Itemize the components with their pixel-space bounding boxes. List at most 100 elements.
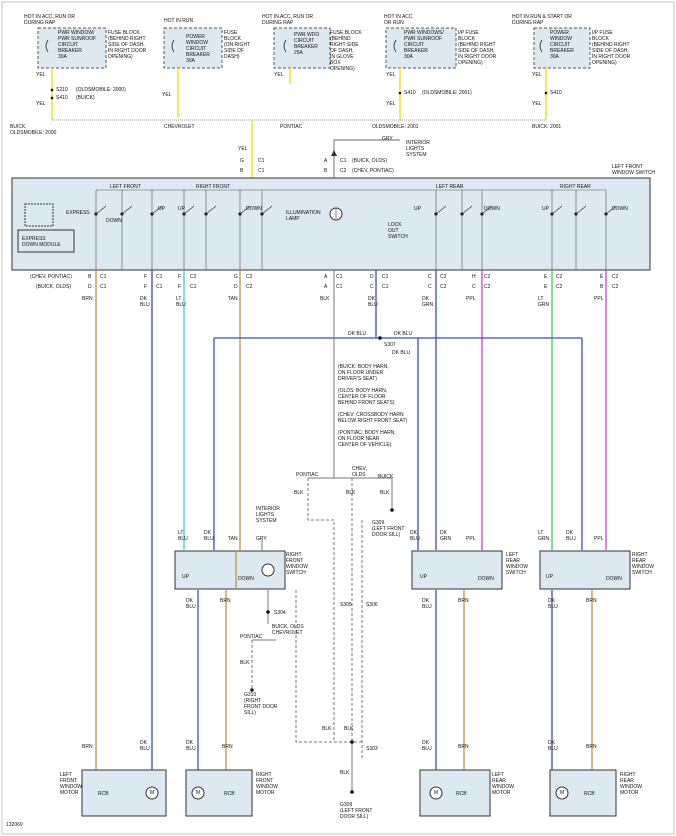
lf-lockout: LOCK OUT SWITCH	[388, 222, 408, 240]
pin-top-conn: C1	[156, 274, 163, 280]
splice-1b: S410	[56, 95, 68, 101]
wire-color-label: DK BLU	[566, 530, 576, 542]
fuse-3-hot: HOT IN ACC, RUN OR DURING RAP	[262, 14, 314, 26]
motor-rf-rcb: RCB	[224, 791, 235, 797]
splice-notes: (BUICK: BODY HARN, ON FLOOR UNDER DRIVER…	[338, 364, 408, 448]
pin-bot-letter: D	[234, 284, 238, 290]
blk-g2: BLK	[346, 490, 356, 496]
fuse-1-variant: BUICK, OLDSMOBILE: 2000	[10, 124, 57, 136]
lf-down-3: DOWN	[484, 206, 500, 212]
dk-blu-label-1: DK BLU	[348, 331, 367, 337]
wire-color-label: BRN	[586, 598, 597, 604]
motor-rf-m: M	[196, 790, 201, 796]
splice-1b-note: (BUICK)	[76, 95, 95, 101]
left-rear-window-switch-box	[411, 550, 503, 590]
pin-bot-letter: B	[600, 284, 604, 290]
motor-rr-m: M	[560, 790, 565, 796]
wire-color-label: LT GRN	[538, 296, 550, 308]
pin-top-conn: C2	[612, 274, 619, 280]
lr-down: DOWN	[478, 576, 494, 582]
switch-contacts	[94, 189, 617, 270]
splice-s307-dot	[378, 336, 382, 340]
fuse-2-variant: CHEVROLET	[164, 124, 195, 130]
wire-color-label: PPL	[594, 536, 604, 542]
splice-4-note: (OLDSMOBILE: 2001)	[422, 90, 472, 96]
s304: S304	[274, 610, 286, 616]
ground-buick: BUICK	[378, 474, 394, 480]
left-front-window-switch	[11, 177, 651, 271]
fuse-2-label: POWER WINDOW CIRCUIT BREAKER 30A	[186, 34, 210, 64]
wire-color-label: BRN	[82, 744, 93, 750]
feed-pin-b: B	[240, 168, 244, 174]
rr-up: UP	[546, 574, 553, 580]
fuse-5-label: POWER WINDOW CIRCUIT BREAKER 30A	[550, 30, 574, 60]
switch-arm	[605, 205, 617, 215]
wire-color-label: DK GRN	[422, 296, 434, 308]
fuse-5-wire2: YEL	[532, 101, 542, 107]
wire-color-label: LT BLU	[176, 296, 186, 308]
switch-arm	[121, 205, 133, 215]
fuse-block-3	[273, 27, 331, 84]
motor-lf-m: M	[150, 790, 155, 796]
switch-arm	[435, 205, 447, 215]
feed-pin-g: G	[240, 158, 244, 164]
fuse-4-wire: YEL	[386, 72, 396, 78]
g310: G310 (RIGHT FRONT DOOR SILL)	[244, 692, 278, 716]
pin-top-letter: H	[472, 274, 476, 280]
rf-switch-title: RIGHT FRONT WINDOW SWITCH	[286, 552, 308, 576]
ground-network	[251, 270, 393, 792]
switch-arm	[205, 205, 217, 215]
door-switch-wires	[197, 540, 593, 770]
s303: S303	[366, 746, 378, 752]
lf-express-module: EXPRESS DOWN MODULE	[22, 236, 61, 248]
rr-switch-title: RIGHT REAR WINDOW SWITCH	[632, 552, 654, 576]
fuse-1-wire2: YEL	[36, 101, 46, 107]
figure-id: 132069	[6, 822, 23, 828]
pin-bot-conn: C1	[156, 284, 163, 290]
pin-bot-conn: C2	[556, 284, 563, 290]
motor-boxes	[81, 769, 617, 817]
wire-color-label: BRN	[586, 744, 597, 750]
ground-pontiac: PONTIAC	[296, 472, 319, 478]
feed-note-bo: (BUICK, OLDS)	[352, 158, 388, 164]
pin-bot-conn: C2	[612, 284, 619, 290]
rf-variant-pontiac: PONTIAC	[240, 634, 263, 640]
pin-top-conn: C2	[440, 274, 447, 280]
pin-bot-conn: C1	[100, 284, 107, 290]
pin-bot-conn: C2	[484, 284, 491, 290]
rr-down: DOWN	[606, 576, 622, 582]
lf-switch-title: LEFT FRONT WINDOW SWITCH	[612, 164, 656, 176]
pin-bot-letter: A	[324, 284, 328, 290]
feed-c1b: C1	[258, 168, 265, 174]
feed-wire: YEL	[238, 146, 248, 152]
wire-color-label: DK GRN	[440, 530, 452, 542]
feed-pin-b2: B	[324, 168, 328, 174]
motor-lr-m: M	[434, 790, 439, 796]
rf-variant-bo: BUICK, OLDS CHEVROLET	[272, 624, 304, 636]
right-rear-window-switch-box	[539, 550, 631, 590]
pin-top-conn: C2	[190, 274, 197, 280]
fuse-1-desc: FUSE BLOCK (BEHIND RIGHT SIDE OF DASH, I…	[108, 30, 147, 60]
feed-interior: INTERIOR LIGHTS SYSTEM	[406, 140, 430, 158]
pin-top-letter: D	[370, 274, 374, 280]
lr-switch-title: LEFT REAR WINDOW SWITCH	[506, 552, 528, 576]
lf-up-4: UP	[542, 206, 549, 212]
pin-top-conn: C1	[100, 274, 107, 280]
lf-down-1: DOWN	[106, 218, 122, 224]
feed-c1a: C1	[258, 158, 265, 164]
feed-c1c: C1	[340, 158, 347, 164]
switch-arm	[239, 205, 251, 215]
wire-color-label: BRN	[82, 296, 93, 302]
wire-color-label: DK BLU	[548, 598, 558, 610]
fuse-2-desc: FUSE BLOCK (ON RIGHT SIDE OF DASH)	[224, 30, 251, 60]
fuse-block-5	[533, 27, 591, 120]
pin-top-conn: C1	[382, 274, 389, 280]
pin-top-letter: E	[544, 274, 548, 280]
g309-top: G309 (LEFT FRONT DOOR SILL)	[372, 520, 405, 538]
wire-color-label: BRN	[458, 744, 469, 750]
rf-interior: INTERIOR LIGHTS SYSTEM	[256, 506, 280, 524]
fuse-1-hot: HOT IN ACC, RUN OR DURING RAP	[24, 14, 76, 26]
splice-5: S410	[550, 90, 562, 96]
fuse-2-wire: YEL	[162, 92, 172, 98]
pin-top-letter: F	[144, 274, 148, 280]
